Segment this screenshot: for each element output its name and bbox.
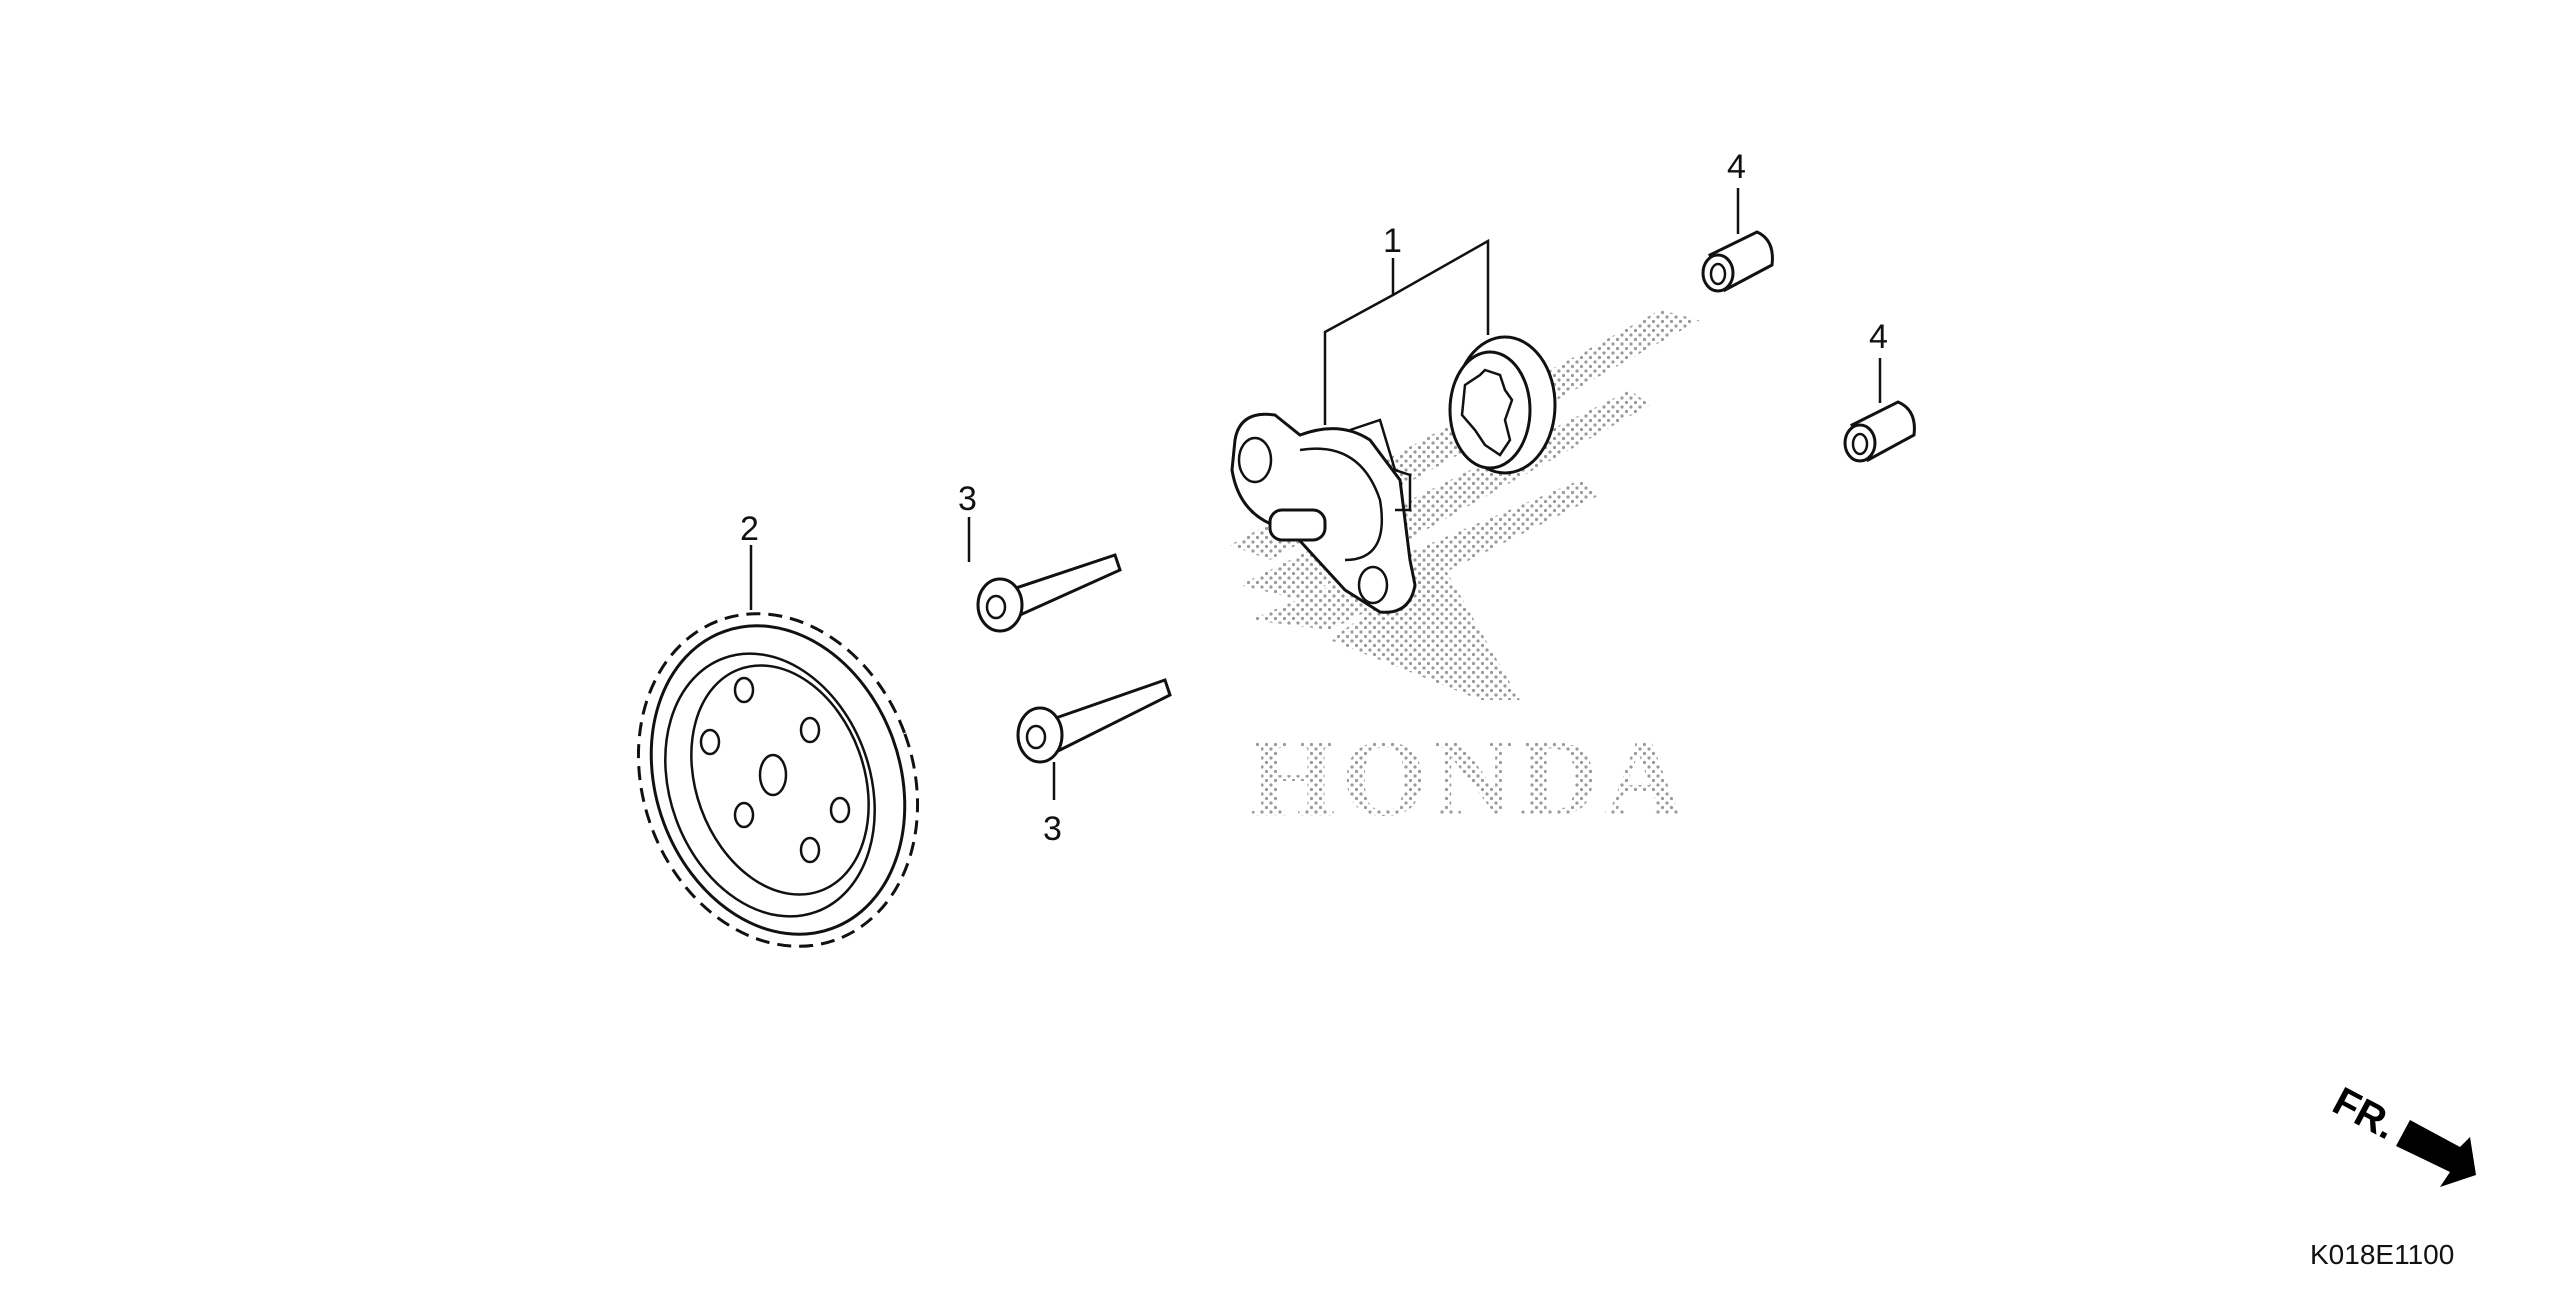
dowel-bushing-part-4-upper[interactable] — [1701, 230, 1774, 293]
oil-pump-rotor[interactable] — [1448, 335, 1557, 475]
bolt-part-3-lower[interactable] — [1016, 678, 1172, 764]
dowel-bushing-part-4-lower[interactable] — [1843, 400, 1916, 463]
gear-part-2[interactable] — [593, 574, 963, 986]
bolt-part-3-upper[interactable] — [976, 553, 1122, 633]
callout-1[interactable]: 1 — [1383, 222, 1402, 260]
callout-3-lower[interactable]: 3 — [1043, 810, 1062, 848]
honda-watermark-text: HONDA — [1250, 717, 1689, 839]
front-arrow-icon — [2396, 1120, 2476, 1187]
oil-pump-body-part-1[interactable] — [1230, 412, 1417, 614]
front-direction-label: FR. — [2326, 1079, 2404, 1148]
callout-4-upper[interactable]: 4 — [1727, 148, 1746, 186]
callout-4-lower[interactable]: 4 — [1869, 318, 1888, 356]
callout-2[interactable]: 2 — [740, 510, 759, 548]
diagram-code: K018E1100 — [2310, 1239, 2454, 1270]
callout-3-upper[interactable]: 3 — [958, 480, 977, 518]
